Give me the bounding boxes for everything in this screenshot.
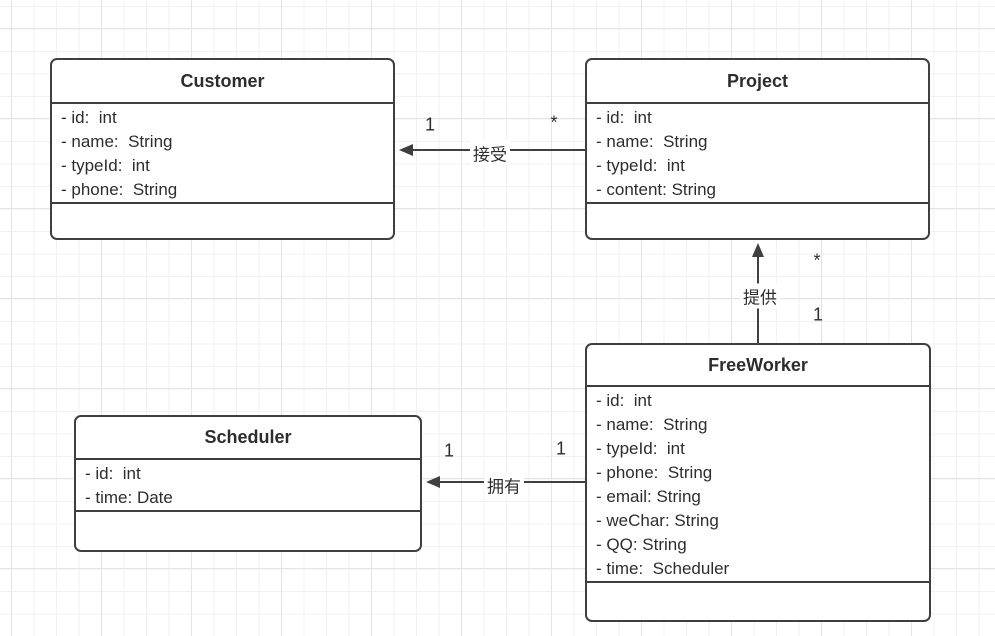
attribute: - time: Scheduler	[596, 559, 730, 578]
class-project-attributes: - id: int - name: String - typeId: int -…	[587, 104, 928, 204]
class-freeworker-title: FreeWorker	[587, 345, 929, 387]
attribute: - name: String	[596, 415, 708, 434]
multiplicity-near-customer: 1	[424, 114, 436, 135]
class-project[interactable]: Project - id: int - name: String - typeI…	[585, 58, 930, 240]
class-scheduler-attributes: - id: int - time: Date	[76, 460, 420, 512]
attribute: - name: String	[596, 132, 708, 151]
arrowhead-left-icon	[426, 476, 440, 488]
attribute: - email: String	[596, 487, 701, 506]
edge-provide-label[interactable]: 提供	[740, 283, 780, 309]
class-customer[interactable]: Customer - id: int - name: String - type…	[50, 58, 395, 240]
class-freeworker-methods-empty	[587, 583, 929, 620]
attribute: - name: String	[61, 132, 173, 151]
attribute: - phone: String	[596, 463, 713, 482]
class-scheduler-title: Scheduler	[76, 417, 420, 460]
class-customer-methods-empty	[52, 204, 393, 238]
class-customer-title: Customer	[52, 60, 393, 104]
class-scheduler-methods-empty	[76, 512, 420, 550]
arrowhead-up-icon	[752, 243, 764, 257]
edge-accept-label[interactable]: 接受	[470, 140, 510, 166]
multiplicity-near-scheduler: 1	[443, 440, 455, 461]
arrowhead-left-icon	[399, 144, 413, 156]
attribute: - typeId: int	[596, 156, 685, 175]
attribute: - typeId: int	[61, 156, 150, 175]
edge-own-label[interactable]: 拥有	[484, 472, 524, 498]
class-project-methods-empty	[587, 204, 928, 238]
attribute: - typeId: int	[596, 439, 685, 458]
attribute: - id: int	[596, 391, 652, 410]
attribute: - content: String	[596, 180, 717, 199]
attribute: - weChar: String	[596, 511, 719, 530]
multiplicity-near-project: *	[813, 250, 821, 271]
class-freeworker-attributes: - id: int - name: String - typeId: int -…	[587, 387, 929, 583]
class-customer-attributes: - id: int - name: String - typeId: int -…	[52, 104, 393, 204]
attribute: - QQ: String	[596, 535, 687, 554]
attribute: - id: int	[85, 464, 141, 483]
class-project-title: Project	[587, 60, 928, 104]
attribute: - phone: String	[61, 180, 178, 199]
multiplicity-near-project: *	[550, 112, 558, 133]
multiplicity-near-freeworker: 1	[812, 304, 824, 325]
attribute: - id: int	[596, 108, 652, 127]
attribute: - id: int	[61, 108, 117, 127]
class-scheduler[interactable]: Scheduler - id: int - time: Date	[74, 415, 422, 552]
attribute: - time: Date	[85, 488, 173, 507]
multiplicity-near-freeworker: 1	[555, 438, 567, 459]
class-freeworker[interactable]: FreeWorker - id: int - name: String - ty…	[585, 343, 931, 622]
